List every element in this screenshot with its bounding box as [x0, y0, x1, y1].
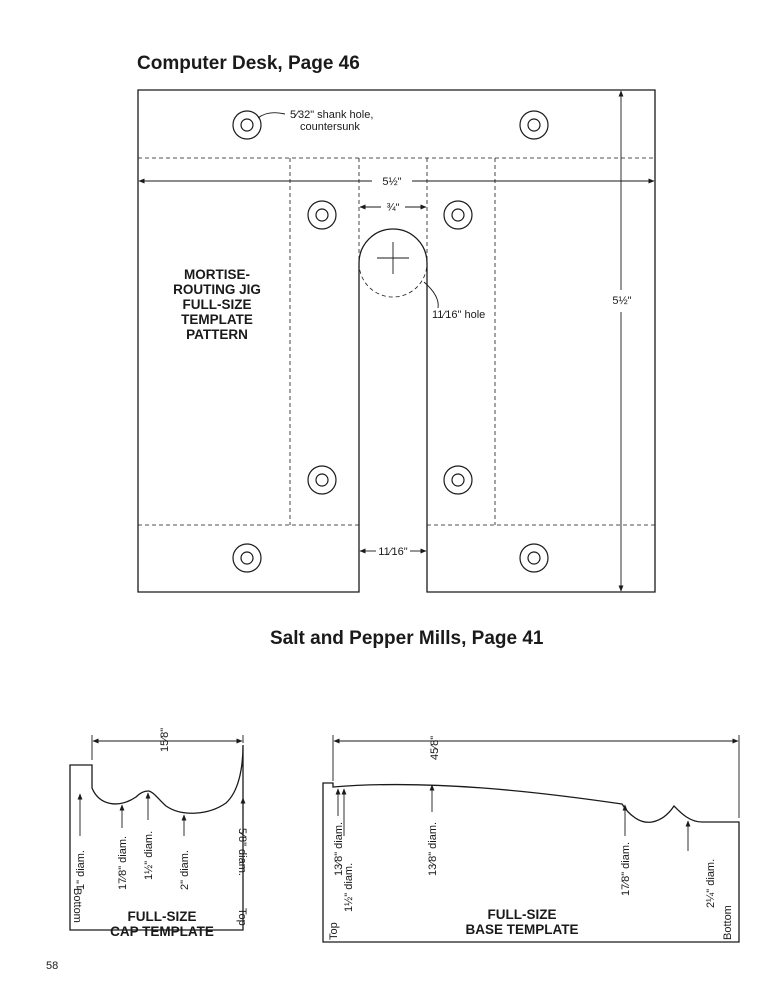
base-d4-label: 17⁄8" diam.: [620, 842, 632, 896]
shank-hole-label-2: countersunk: [300, 121, 360, 133]
cap-name-1: FULL-SIZE: [128, 909, 197, 924]
jig-name-3: FULL-SIZE: [183, 297, 252, 312]
jig-name-5: PATTERN: [186, 327, 248, 342]
base-outline: [322, 782, 740, 943]
slot-top-label: ¾": [386, 202, 399, 214]
screw-hole: [307, 465, 337, 495]
cap-d4-label: 2" diam.: [179, 850, 191, 890]
cap-d3-label: 1½" diam.: [143, 831, 155, 880]
jig-name-1: MORTISE-: [184, 267, 250, 282]
jig-dashed-lines: [138, 157, 655, 526]
jig-outline: [137, 89, 656, 593]
cap-d1-label: 1" diam.: [75, 850, 87, 890]
base-d1-label: 13⁄8" diam.: [333, 822, 345, 876]
hole-leader: [423, 281, 439, 309]
height-label: 5½": [612, 295, 631, 307]
screw-hole: [232, 543, 262, 573]
screw-hole: [519, 543, 549, 573]
cap-length-label: 15⁄8": [159, 728, 171, 752]
base-name-1: FULL-SIZE: [488, 907, 557, 922]
base-name-2: BASE TEMPLATE: [465, 922, 578, 937]
width-label: 5½": [382, 176, 401, 188]
page-number: 58: [46, 960, 59, 972]
base-length-label: 45⁄8": [429, 736, 441, 760]
countersunk-holes: [232, 110, 549, 573]
screw-hole: [519, 110, 549, 140]
jig-name-4: TEMPLATE: [181, 312, 253, 327]
base-bottom-label: Bottom: [722, 905, 734, 940]
screw-hole: [443, 465, 473, 495]
base-top-label: Top: [328, 922, 340, 940]
center-mark: [377, 242, 409, 274]
shank-hole-leader: [257, 112, 286, 119]
base-d3-label: 13⁄8" diam.: [427, 822, 439, 876]
screw-hole: [443, 200, 473, 230]
screw-hole: [307, 200, 337, 230]
hole-label: 11⁄16" hole: [432, 309, 485, 321]
base-d2-label: 1½" diam.: [343, 863, 355, 912]
slot-bottom-label: 11⁄16": [378, 546, 407, 558]
desk-title: Computer Desk, Page 46: [137, 53, 360, 74]
cap-d2-label: 17⁄8" diam.: [117, 836, 129, 890]
jig-name-2: ROUTING JIG: [173, 282, 261, 297]
base-d5-label: 2¼" diam.: [705, 859, 717, 908]
shank-hole-label-1: 5⁄32" shank hole,: [290, 109, 373, 121]
cap-outline: [69, 744, 244, 931]
cap-top-label: Top: [236, 908, 248, 926]
screw-hole: [232, 110, 262, 140]
cap-bottom-label: Bottom: [71, 888, 83, 923]
cap-d5-label: 5⁄8" diam.: [236, 828, 248, 876]
cap-name-2: CAP TEMPLATE: [110, 924, 214, 939]
mills-title: Salt and Pepper Mills, Page 41: [270, 628, 544, 649]
